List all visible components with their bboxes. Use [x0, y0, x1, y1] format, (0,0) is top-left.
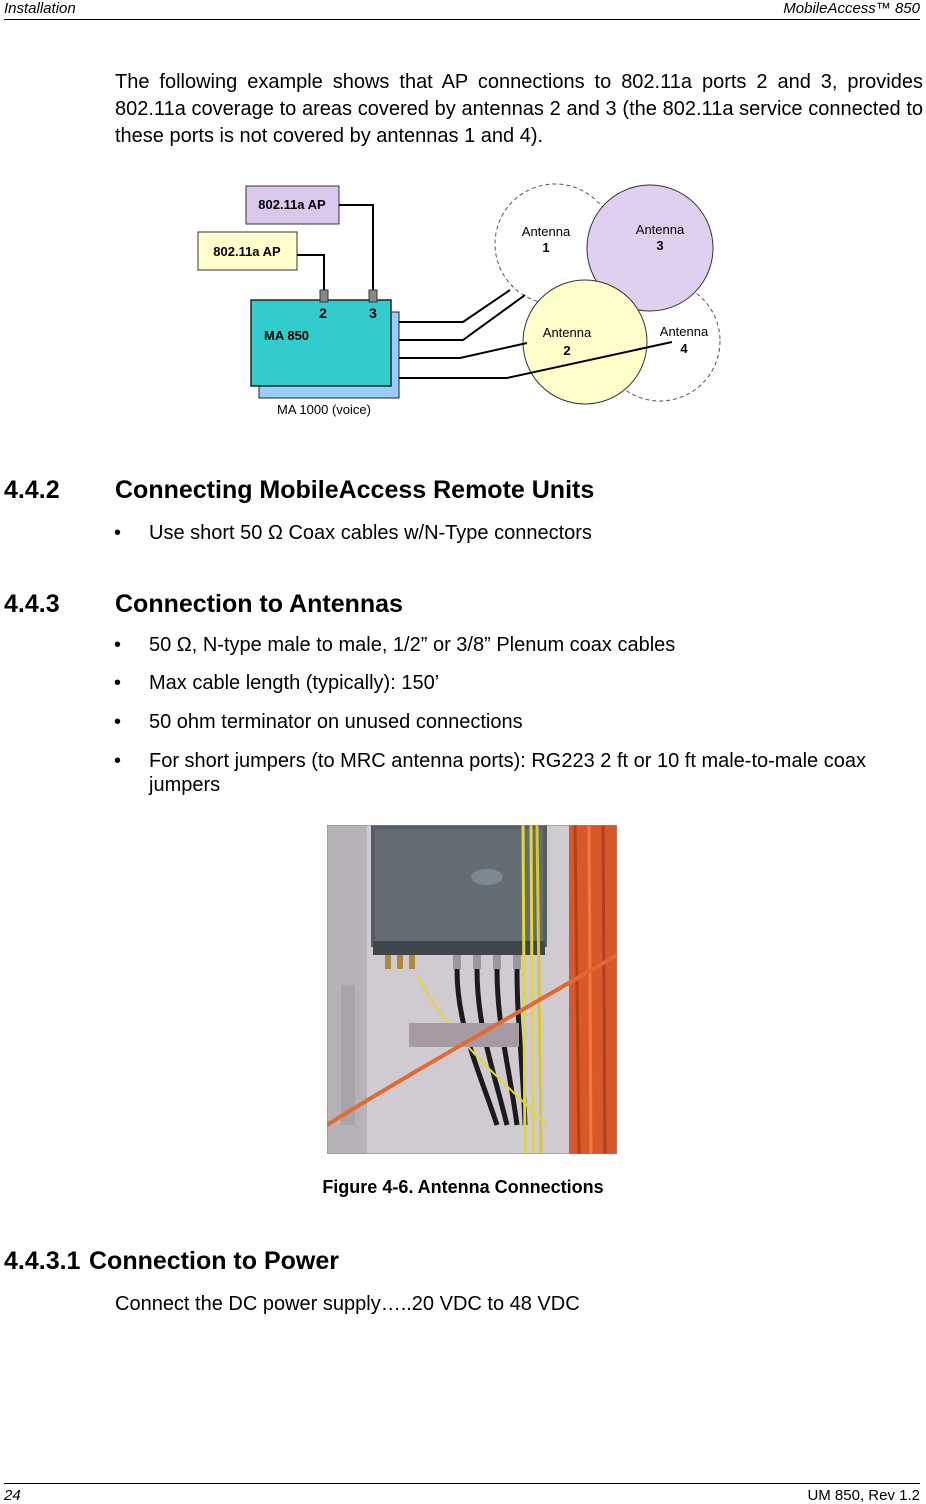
- page-header: Installation MobileAccess™ 850: [4, 0, 920, 20]
- section-442-number: 4.4.2: [4, 476, 60, 504]
- bullet-text: For short jumpers (to MRC antenna ports)…: [149, 750, 866, 796]
- page-footer: 24 UM 850, Rev 1.2: [4, 1483, 920, 1504]
- bullet-text: Max cable length (typically): 150’: [149, 672, 440, 694]
- ma850-label: MA 850: [264, 328, 309, 343]
- figure-caption: Figure 4-6. Antenna Connections: [322, 1177, 604, 1197]
- connection-diagram: 802.11a AP 802.11a AP 2 3 MA 850 MA 1000…: [197, 183, 721, 417]
- section-4431-number: 4.4.3.1: [4, 1247, 81, 1275]
- ap-top-box: [245, 185, 340, 225]
- antenna-4-number: 4: [680, 341, 688, 356]
- antenna-2-circle: [522, 279, 648, 405]
- bullet-text: 50 ohm terminator on unused connections: [149, 711, 523, 733]
- ap-top-cable: [339, 204, 374, 292]
- bullet-text: 50 Ω, N-type male to male, 1/2” or 3/8” …: [149, 634, 676, 656]
- ap-left-cable: [297, 254, 325, 292]
- bullet-dot: •: [114, 634, 122, 656]
- header-section-title: Installation: [4, 0, 76, 17]
- cable-to-antenna-3: [399, 294, 526, 341]
- ma850-box: [250, 299, 392, 387]
- antenna-4-word: Antenna: [660, 324, 709, 339]
- port-2-connector: [319, 289, 329, 303]
- antenna-3-circle: [586, 184, 714, 312]
- port-2-label: 2: [319, 305, 327, 321]
- antenna-3-number: 3: [656, 238, 663, 253]
- cable-to-antenna-4: [399, 341, 673, 379]
- page-number: 24: [4, 1487, 21, 1504]
- section-4431-heading: 4.4.3.1 Connection to Power: [4, 1247, 904, 1277]
- cable-to-antenna-2: [399, 342, 528, 359]
- bullet-dot: •: [114, 711, 122, 733]
- ap-top-label: 802.11a AP: [258, 197, 326, 212]
- bullet-text: Use short 50 Ω Coax cables w/N-Type conn…: [149, 522, 592, 544]
- ap-left-box: [197, 231, 298, 271]
- port-3-connector: [368, 289, 378, 303]
- bullet-dot: •: [114, 522, 122, 544]
- antenna-connections-photo: [327, 825, 617, 1154]
- ma1000-label: MA 1000 (voice): [277, 402, 371, 417]
- header-product-name: MobileAccess™ 850: [783, 0, 920, 17]
- antenna-3-word: Antenna: [636, 222, 685, 237]
- ap-left-label: 802.11a AP: [213, 244, 281, 259]
- section-442-title: Connecting MobileAccess Remote Units: [115, 476, 595, 504]
- section-4431-title: Connection to Power: [89, 1247, 339, 1275]
- antenna-1-word: Antenna: [522, 224, 571, 239]
- cable-to-antenna-1: [399, 289, 511, 323]
- document-revision: UM 850, Rev 1.2: [807, 1487, 920, 1504]
- bullet-dot: •: [114, 672, 122, 694]
- power-paragraph: Connect the DC power supply…..20 VDC to …: [115, 1293, 580, 1315]
- antenna-2-number: 2: [563, 343, 570, 358]
- bullet-dot: •: [114, 750, 122, 772]
- section-442-heading: 4.4.2 Connecting MobileAccess Remote Uni…: [4, 476, 904, 506]
- antenna-1-number: 1: [542, 240, 549, 255]
- section-443-heading: 4.4.3 Connection to Antennas: [4, 590, 904, 620]
- section-443-title: Connection to Antennas: [115, 590, 403, 618]
- antenna-2-word: Antenna: [543, 325, 592, 340]
- port-3-label: 3: [369, 305, 377, 321]
- section-443-number: 4.4.3: [4, 590, 60, 618]
- intro-paragraph: The following example shows that AP conn…: [115, 71, 923, 147]
